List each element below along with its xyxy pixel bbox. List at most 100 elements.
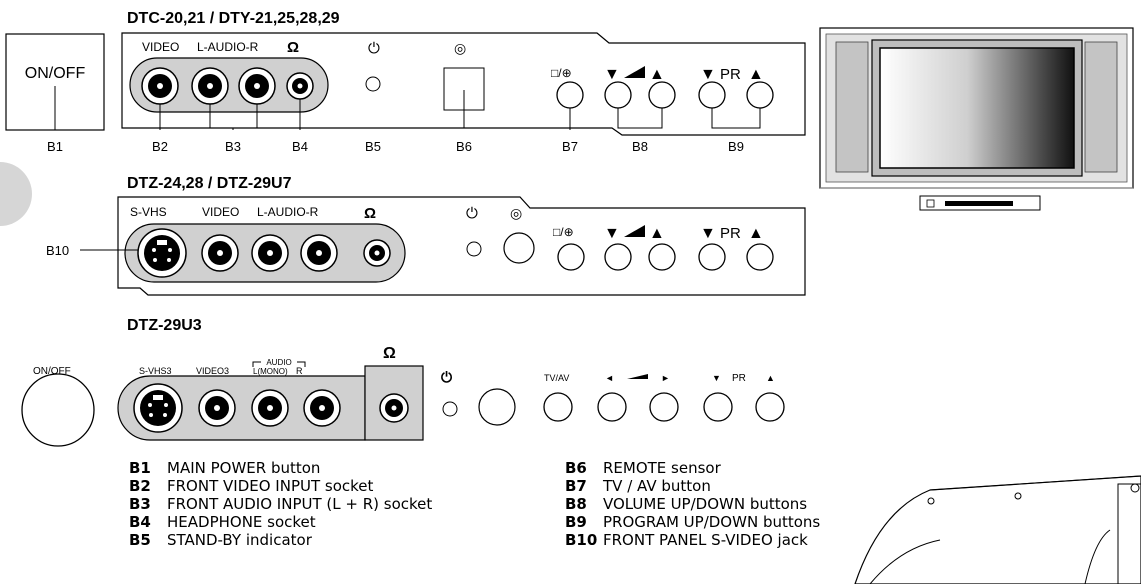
tv-base-switch (926, 199, 935, 208)
panel1-audio-l-jack[interactable] (191, 67, 229, 105)
callout-b3: B3 (225, 139, 241, 154)
panel2-pr-up-icon: ▲ (748, 225, 764, 242)
panel2-audio-label: L-AUDIO-R (257, 205, 319, 219)
panel3-audio-mono-label: L(MONO) (253, 367, 288, 376)
panel1-video-jack[interactable] (141, 67, 179, 105)
panel1-vol-down-button[interactable] (604, 81, 632, 109)
panel1-vol-up-button[interactable] (648, 81, 676, 109)
panel2-headphone-jack[interactable] (363, 239, 391, 267)
panel3-video-jack[interactable] (198, 389, 236, 427)
panel1-remote-icon: ◎ (454, 40, 466, 56)
panel2-remote-icon: ◎ (510, 205, 522, 221)
legend-text: HEADPHONE socket (167, 513, 316, 531)
panel3-headphone-jack[interactable] (379, 393, 409, 423)
title-panel2: DTZ-24,28 / DTZ-29U7 (127, 175, 292, 192)
onoff-switch-box[interactable]: ON/OFF (5, 33, 105, 131)
legend-code: B6 (565, 459, 587, 477)
callout-b5: B5 (365, 139, 381, 154)
panel1-tvav-button[interactable] (556, 81, 584, 109)
callout-b2: B2 (152, 139, 168, 154)
panel2-pr-up-button[interactable] (746, 243, 774, 271)
legend-code: B3 (129, 495, 151, 513)
panel3-audio-label: AUDIO (266, 358, 291, 367)
panel1-pr-label: PR (720, 66, 741, 83)
panel2-svhs-label: S-VHS (130, 205, 167, 219)
legend-item: B9 PROGRAM UP/DOWN buttons (565, 513, 820, 531)
panel3-pr-up-button[interactable] (755, 392, 785, 422)
panel3-svhs-jack[interactable] (133, 383, 183, 433)
onoff-box-label: ON/OFF (25, 65, 86, 82)
panel3-svhs-label: S-VHS3 (139, 366, 172, 376)
panel3-remote-sensor (478, 388, 516, 426)
tv-base-slot (945, 201, 1013, 206)
side-tab (0, 162, 32, 226)
panel3-vol-up-icon: ► (661, 373, 670, 383)
panel1-tvav-icon: □/⊕ (551, 66, 572, 80)
panel2: S-VHS VIDEO L-AUDIO-R Ω ⏻ ◎ (117, 196, 806, 296)
tv-illustration (819, 27, 1134, 211)
panel3-audio-l-jack[interactable] (251, 389, 289, 427)
panel2-vol-up-icon: ▲ (649, 225, 665, 242)
panel2-vol-up-button[interactable] (648, 243, 676, 271)
legend-text: FRONT PANEL S-VIDEO jack (603, 531, 808, 549)
panel1-pr-down-icon: ▼ (700, 66, 716, 83)
panel2-video-jack[interactable] (201, 234, 239, 272)
callout-b1: B1 (47, 139, 63, 154)
panel1-vol-down-icon: ▼ (604, 66, 620, 83)
panel3-pr-down-button[interactable] (703, 392, 733, 422)
panel2-vol-ramp-icon (624, 225, 645, 237)
legend-code: B5 (129, 531, 151, 549)
panel2-audio-l-jack[interactable] (251, 234, 289, 272)
panel1-audio-r-jack[interactable] (238, 67, 276, 105)
legend-text: REMOTE sensor (603, 459, 721, 477)
panel2-svhs-jack[interactable] (137, 228, 187, 278)
panel1-standby-icon: ⏻ (368, 40, 380, 57)
panel3-vol-down-icon: ◄ (605, 373, 614, 383)
panel2-pr-down-button[interactable] (698, 243, 726, 271)
panel3-audio-r-label: R (296, 366, 303, 376)
panel3-pr-down-icon: ▼ (712, 373, 721, 383)
panel2-audio-r-jack[interactable] (300, 234, 338, 272)
panel3-video-label: VIDEO3 (196, 366, 229, 376)
panel2-video-label: VIDEO (202, 205, 239, 219)
panel3-tvav-button[interactable] (543, 392, 573, 422)
title-panel1: DTC-20,21 / DTY-21,25,28,29 (127, 10, 340, 27)
panel1-jack-tray (129, 57, 329, 113)
panel1-pr-up-button[interactable] (746, 81, 774, 109)
legend-item: B6 REMOTE sensor (565, 459, 820, 477)
panel3-vol-ramp-icon (627, 374, 648, 379)
panel3-jack-tray (117, 375, 366, 441)
panel2-tvav-button[interactable] (557, 243, 585, 271)
panel2-vol-down-button[interactable] (604, 243, 632, 271)
legend-text: PROGRAM UP/DOWN buttons (603, 513, 821, 531)
callout-b6: B6 (456, 139, 472, 154)
tv-left-speaker (835, 41, 869, 173)
panel1-headphone-jack[interactable] (286, 72, 314, 100)
panel3-vol-down-button[interactable] (597, 392, 627, 422)
panel1-pr-down-button[interactable] (698, 81, 726, 109)
panel3-pr-up-icon: ▲ (766, 373, 775, 383)
legend-text: VOLUME UP/DOWN buttons (603, 495, 808, 513)
panel3-audio-r-jack[interactable] (303, 389, 341, 427)
panel2-standby-icon: ⏻ (466, 205, 478, 222)
legend-code: B7 (565, 477, 587, 495)
panel1-vol-ramp-icon (624, 66, 645, 78)
panel2-standby-led (466, 241, 482, 257)
tv-screen (879, 47, 1075, 169)
panel3-vol-up-button[interactable] (649, 392, 679, 422)
legend-code: B9 (565, 513, 587, 531)
panel3-onoff-button[interactable] (21, 373, 95, 447)
panel2-pr-down-icon: ▼ (700, 225, 716, 242)
callout-b10: B10 (46, 243, 69, 258)
panel1-callout-lines (159, 90, 761, 130)
legend-text: FRONT VIDEO INPUT socket (167, 477, 374, 495)
legend-text: MAIN POWER button (167, 459, 321, 477)
